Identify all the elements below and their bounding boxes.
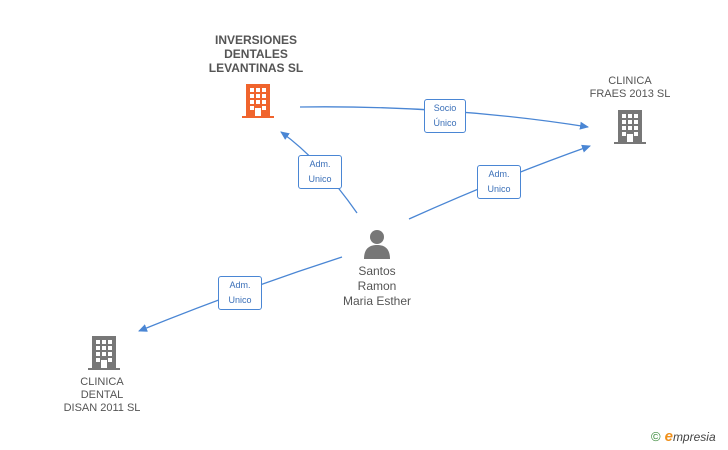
copyright-symbol: © — [651, 429, 661, 444]
company-fraes-line-2: FRAES 2013 SL — [589, 88, 671, 100]
building-icon-disan[interactable] — [88, 336, 120, 370]
company-fraes-line-1: CLINICA — [608, 75, 652, 87]
person-icon[interactable] — [362, 229, 392, 259]
company-inversiones-line-1: INVERSIONES — [214, 33, 298, 47]
edge-label-socio-unico[interactable]: Socio Único — [424, 99, 466, 133]
empresia-logo-e: e — [664, 428, 673, 445]
edge-label-adm-disan-line-1: Adm. — [229, 280, 251, 290]
building-icon-inversiones[interactable] — [242, 84, 274, 118]
edge-label-adm-fraes[interactable]: Adm. Unico — [477, 165, 521, 199]
empresia-logo: ©empresia — [651, 428, 716, 445]
person-line-3: Maria Esther — [342, 294, 412, 308]
person-label[interactable]: Santos Ramon Maria Esther — [317, 264, 437, 309]
edge-label-adm-fraes-line-2: Unico — [487, 184, 511, 194]
edge-label-adm-inversiones-line-2: Unico — [308, 174, 332, 184]
edge-label-adm-disan-line-2: Unico — [228, 295, 252, 305]
company-disan-line-1: CLINICA — [80, 376, 124, 388]
edge-label-socio-unico-line-2: Único — [433, 118, 457, 128]
edge-label-adm-inversiones[interactable]: Adm. Unico — [298, 155, 342, 189]
company-disan-line-2: DENTAL — [80, 389, 124, 401]
edge-label-adm-fraes-line-1: Adm. — [488, 169, 510, 179]
company-disan-line-3: DISAN 2011 SL — [63, 402, 141, 414]
company-inversiones-label[interactable]: INVERSIONES DENTALES LEVANTINAS SL — [196, 33, 316, 75]
company-inversiones-line-3: LEVANTINAS SL — [208, 61, 304, 75]
company-disan-label[interactable]: CLINICA DENTAL DISAN 2011 SL — [44, 376, 160, 415]
building-icon-fraes[interactable] — [614, 110, 646, 144]
edge-label-socio-unico-line-1: Socio — [433, 103, 457, 113]
person-line-1: Santos — [358, 264, 396, 278]
empresia-logo-text: mpresia — [672, 430, 716, 444]
company-inversiones-line-2: DENTALES — [224, 47, 288, 61]
edge-label-adm-disan[interactable]: Adm. Unico — [218, 276, 262, 310]
company-fraes-label[interactable]: CLINICA FRAES 2013 SL — [572, 75, 688, 101]
person-line-2: Ramon — [357, 279, 397, 293]
edge-label-adm-inversiones-line-1: Adm. — [309, 159, 331, 169]
